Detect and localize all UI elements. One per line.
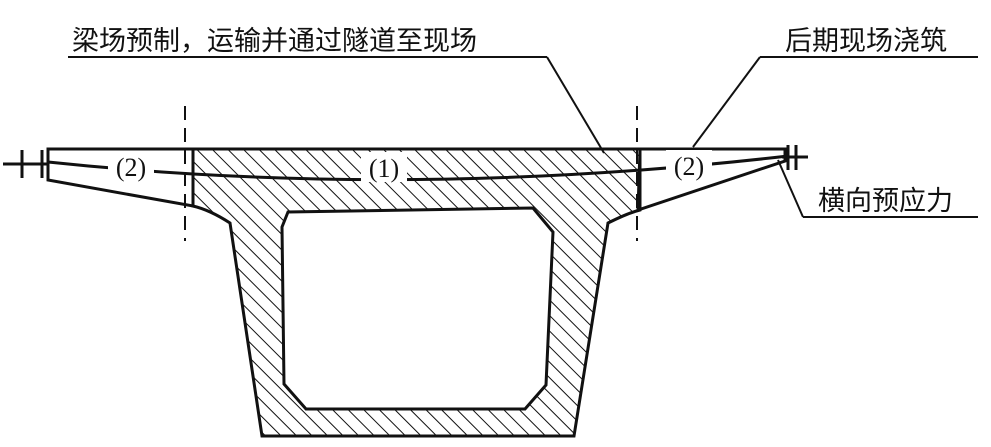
section-mark-right-backdrop xyxy=(666,150,712,180)
hatched-box-girder-body xyxy=(191,147,642,438)
precast-callout-leader xyxy=(546,56,605,154)
transverse-prestress-callout-label: 横向预应力 xyxy=(818,186,953,217)
left-cantilever-wing xyxy=(46,147,195,208)
precast-callout-label: 梁场预制，运输并通过隧道至现场 xyxy=(72,26,477,57)
right-cantilever-wing xyxy=(636,147,787,213)
right-anchor-mark xyxy=(782,145,808,170)
precast-core-section xyxy=(191,147,642,438)
section-mark-middle: (1) xyxy=(369,154,399,183)
section-mark-left: (2) xyxy=(116,153,146,182)
cast-in-place-callout-leader xyxy=(692,56,761,148)
section-mark-left-backdrop xyxy=(108,151,154,181)
transverse-prestress-callout-leader xyxy=(777,159,804,218)
section-mark-middle-backdrop xyxy=(361,152,407,182)
left-anchor-mark xyxy=(3,150,48,178)
cast-in-place-callout-label: 后期现场浇筑 xyxy=(785,26,947,57)
section-mark-right: (2) xyxy=(674,152,704,181)
